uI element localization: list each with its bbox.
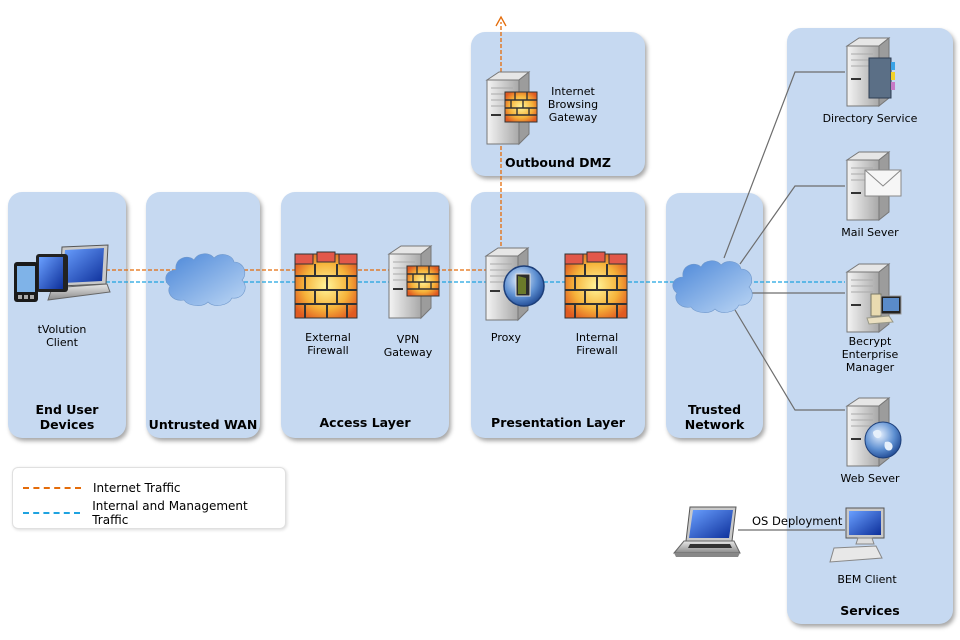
internet-traffic-swatch <box>23 487 81 489</box>
proxy-label: Proxy <box>490 331 522 344</box>
zone-title: Access Layer <box>319 415 411 430</box>
laptop-icon <box>672 506 741 557</box>
legend-item-internal-traffic: Internal and Management Traffic <box>23 499 285 527</box>
web-server-label: Web Sever <box>840 472 900 485</box>
cloud-icon <box>672 260 753 313</box>
os-deployment-label: OS Deployment <box>752 514 843 528</box>
zone-end-user-devices: End User Devices <box>8 192 126 438</box>
web-server-icon <box>845 396 902 468</box>
zone-title: End User Devices <box>35 402 99 432</box>
proxy-server-icon <box>484 246 545 322</box>
internal-firewall-label: Internal Firewall <box>575 331 619 357</box>
zone-title: Services <box>840 603 900 618</box>
directory-service-label: Directory Service <box>822 112 918 125</box>
zone-title: Outbound DMZ <box>504 155 611 170</box>
bem-client-label: BEM Client <box>837 573 897 586</box>
cloud-icon <box>165 253 246 306</box>
legend: Internet Traffic Internal and Management… <box>12 467 286 529</box>
zone-title: Untrusted WAN <box>148 417 258 432</box>
directory-server-icon <box>845 36 895 108</box>
external-firewall-label: External Firewall <box>305 331 351 357</box>
mail-server-label: Mail Sever <box>841 226 899 239</box>
tvolution-client-label: tVolution Client <box>37 323 87 349</box>
legend-label: Internet Traffic <box>93 481 181 495</box>
zone-untrusted-wan: Untrusted WAN <box>146 192 260 438</box>
zone-title-line1: Trusted <box>687 402 742 417</box>
server-firewall-icon <box>485 70 538 146</box>
mail-server-icon <box>845 150 902 222</box>
devices-icon <box>14 244 111 302</box>
firewall-icon <box>294 251 358 319</box>
management-server-icon <box>845 262 902 334</box>
zone-title: Presentation Layer <box>491 415 625 430</box>
becrypt-enterprise-manager-label: Becrypt Enterprise Manager <box>841 335 899 374</box>
server-firewall-icon <box>387 244 440 320</box>
firewall-icon <box>564 251 628 319</box>
legend-label: Internal and Management Traffic <box>92 499 248 527</box>
zone-title-line2: Network <box>684 417 745 432</box>
internal-traffic-swatch <box>23 512 81 514</box>
internet-browsing-gateway-label: Internet Browsing Gateway <box>547 85 599 124</box>
legend-item-internet-traffic: Internet Traffic <box>23 481 181 495</box>
vpn-gateway-label: VPN Gateway <box>383 333 433 359</box>
internet-traffic-arrowhead <box>495 15 507 27</box>
desktop-icon <box>829 507 885 563</box>
